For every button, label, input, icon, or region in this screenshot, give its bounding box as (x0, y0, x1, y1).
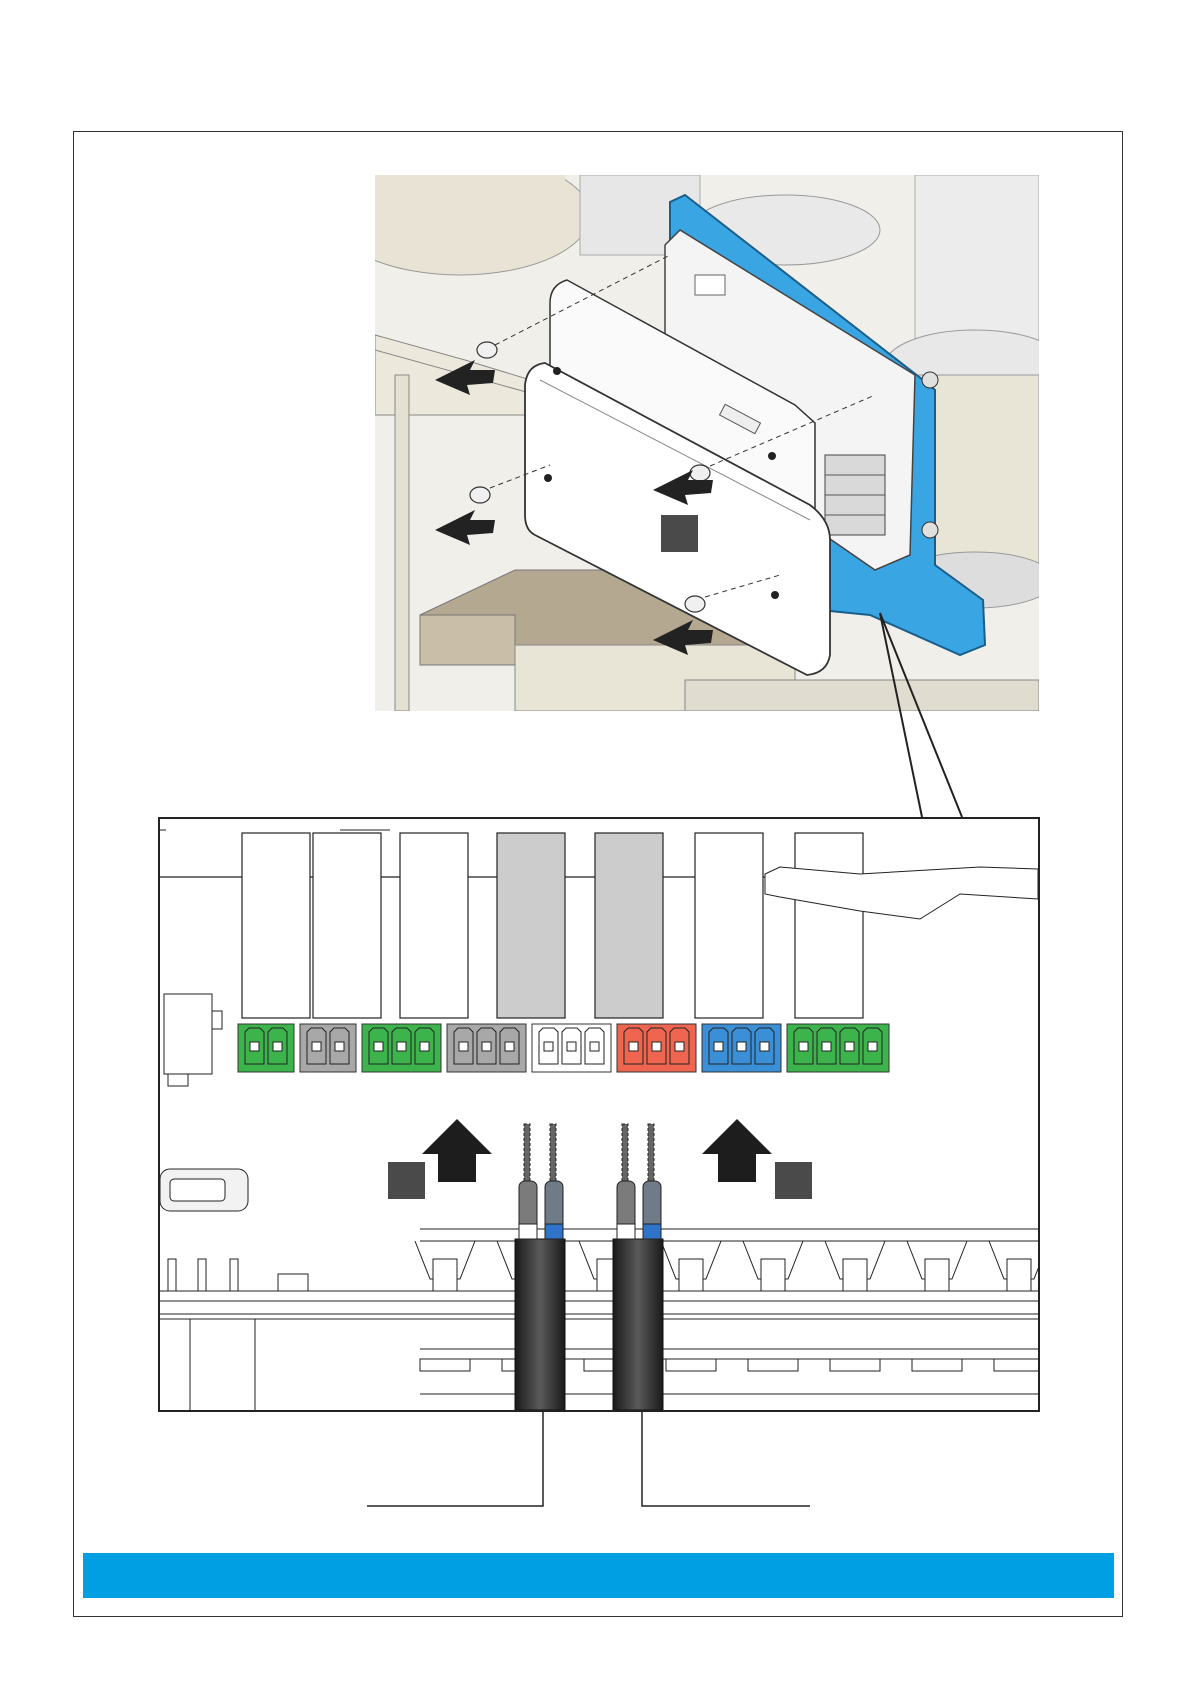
connector-block-7 (702, 1024, 781, 1072)
relay-7 (795, 833, 863, 1018)
connector-block-8 (787, 1024, 889, 1072)
relay-6 (695, 833, 763, 1018)
relay-3 (400, 833, 468, 1018)
relay-1 (242, 833, 310, 1018)
connector-block-1 (238, 1024, 294, 1072)
cable-1 (515, 1124, 565, 1410)
step-marker-left (388, 1162, 425, 1199)
cover-removal-illustration (375, 175, 1039, 711)
cable-2 (613, 1124, 663, 1410)
connector-block-4 (447, 1024, 526, 1072)
connector-detail-illustration (158, 817, 1040, 1412)
step-marker-right (775, 1162, 812, 1199)
connector-block-6 (617, 1024, 696, 1072)
relay-5 (595, 833, 663, 1018)
insert-arrow-right-icon (702, 1119, 772, 1182)
relay-2 (313, 833, 381, 1018)
arrow-2-icon (435, 510, 495, 545)
connector-block-3 (362, 1024, 441, 1072)
insert-arrow-left-icon (422, 1119, 492, 1182)
connector-block-5 (532, 1024, 611, 1072)
connector-block-2 (300, 1024, 356, 1072)
step-marker-top (661, 515, 698, 552)
footer-bar (83, 1553, 1114, 1598)
connector-strip (238, 1024, 889, 1072)
relay-4 (497, 833, 565, 1018)
